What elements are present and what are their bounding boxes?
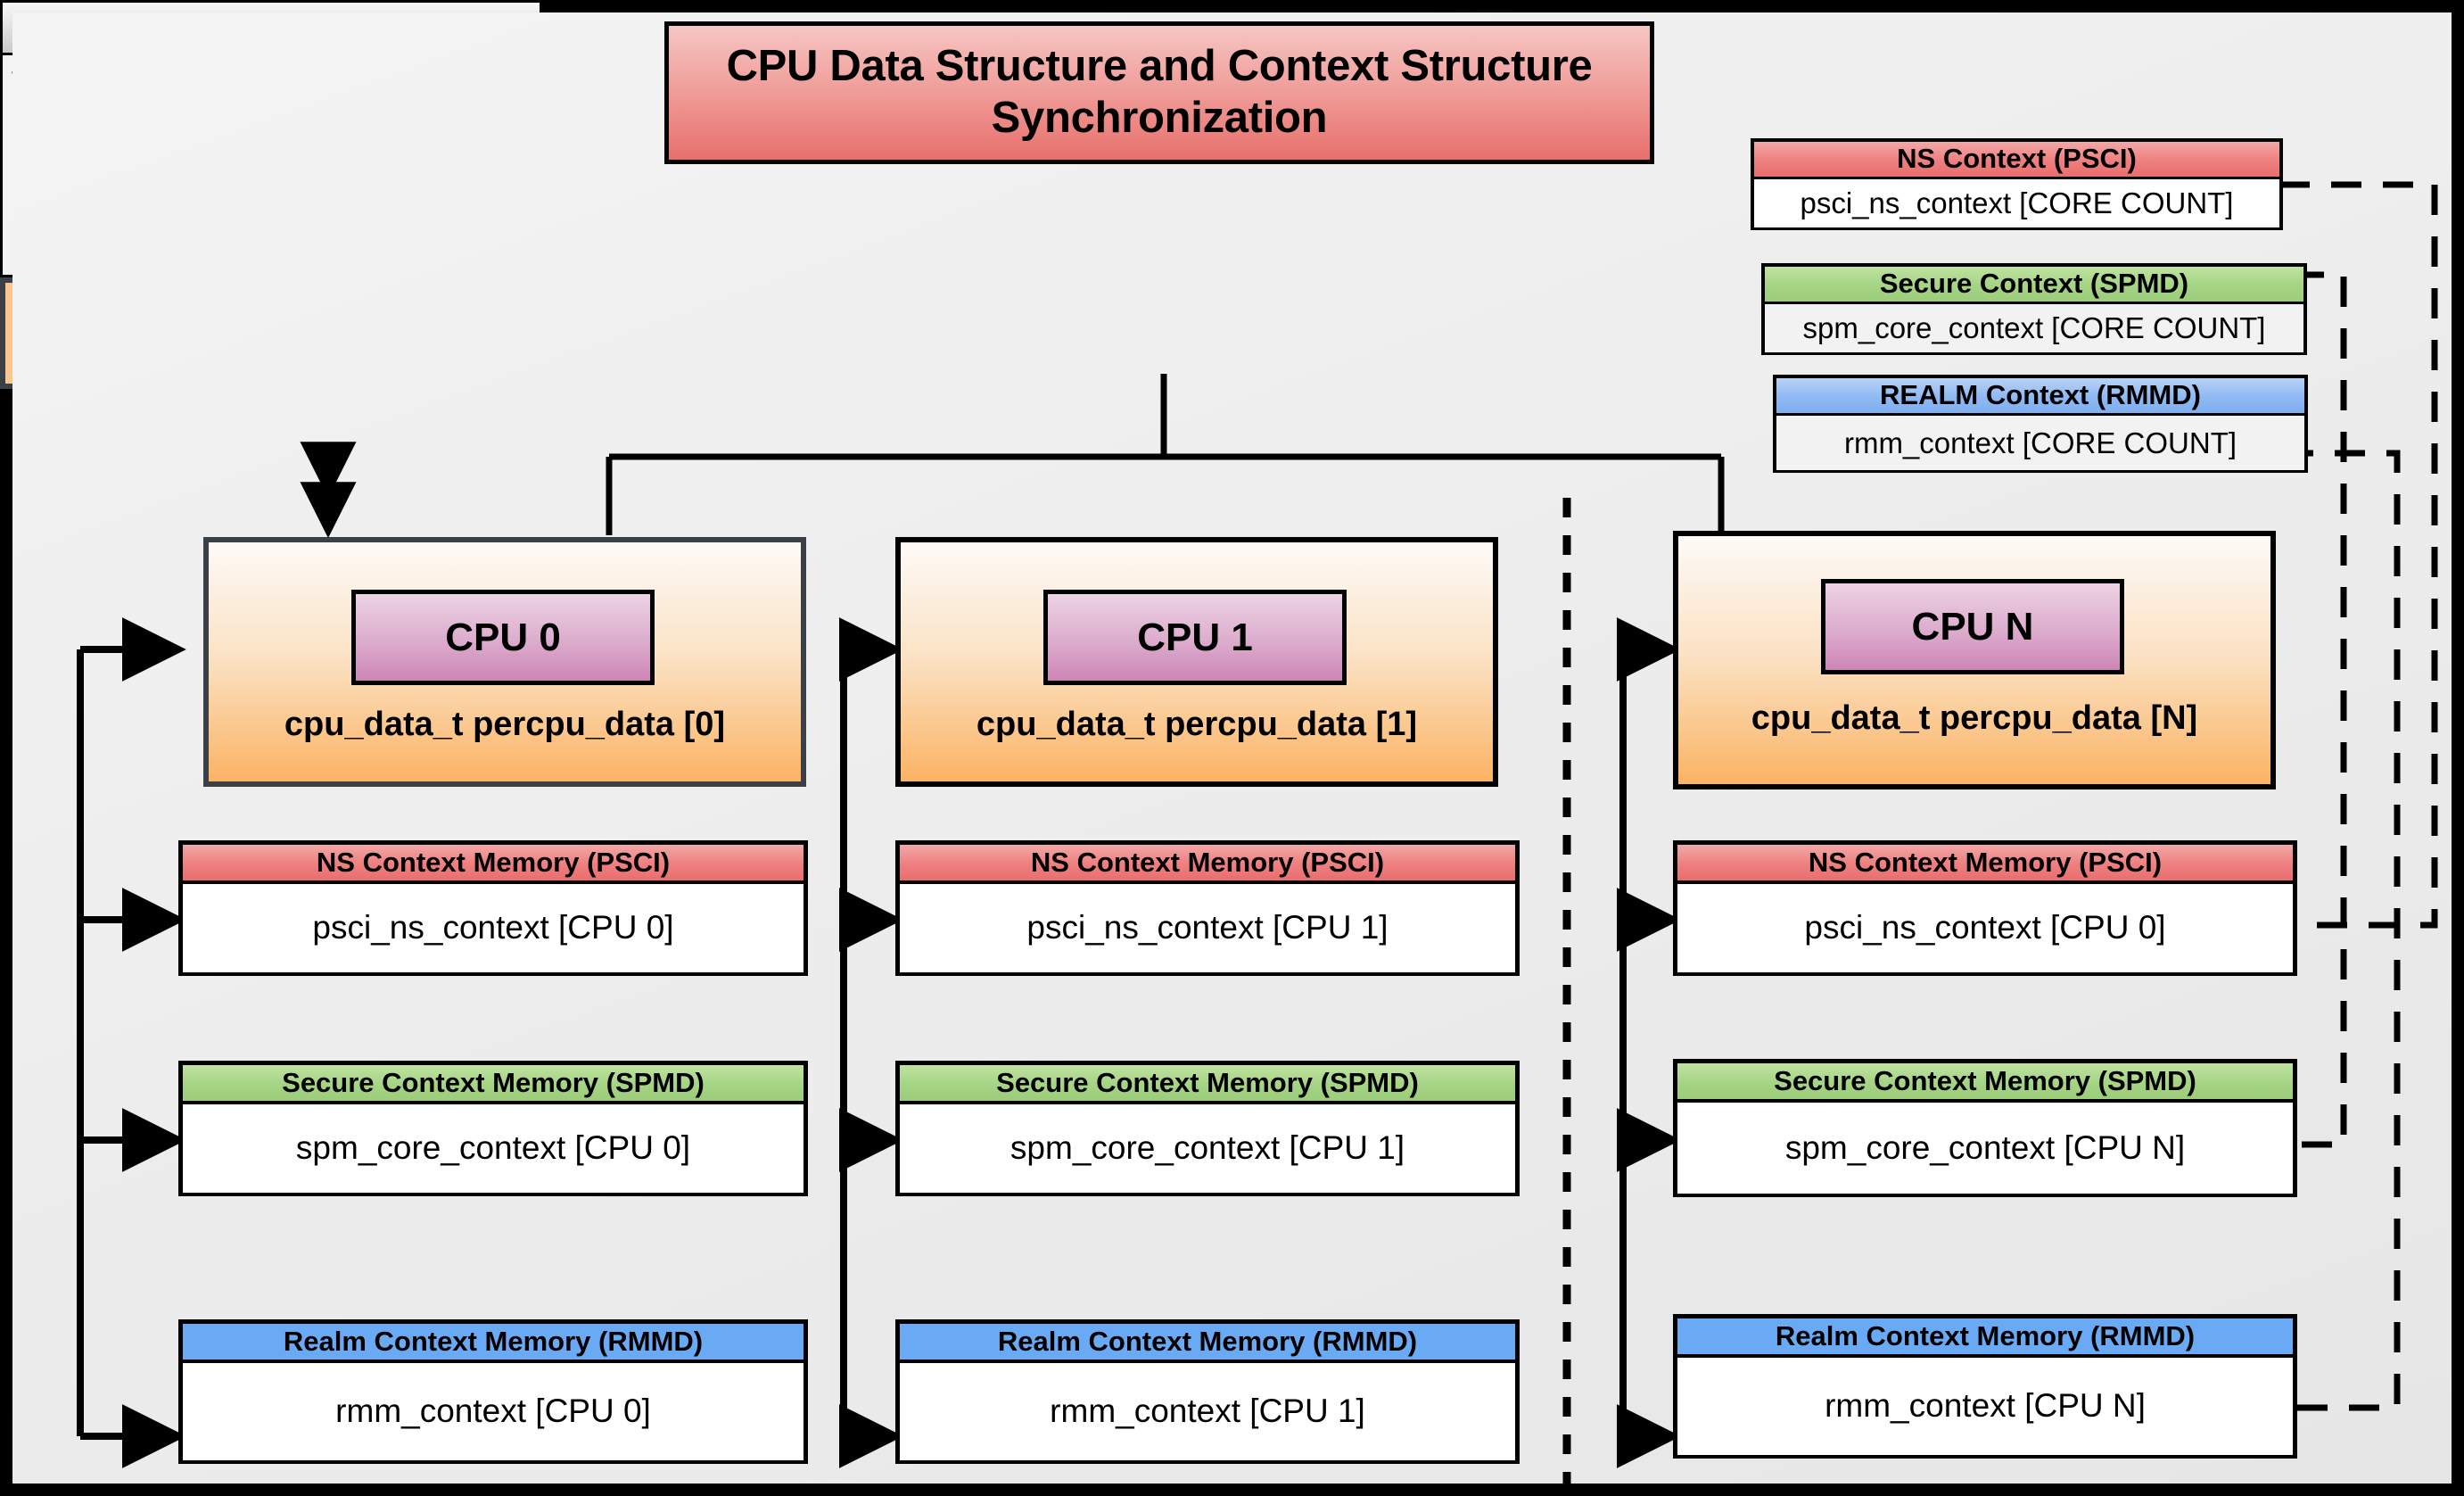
context-memory-0-ns-header: NS Context Memory (PSCI) [183, 845, 803, 884]
global-context-realm-header: REALM Context (RMMD) [1776, 378, 2304, 416]
context-memory-0-realm-body: rmm_context [CPU 0] [183, 1363, 803, 1460]
global-context-secure-body: spm_core_context [CORE COUNT] [1765, 304, 2303, 352]
cpu-panel-1: CPU 1 cpu_data_t percpu_data [1] [895, 537, 1498, 787]
context-memory-n-ns-body: psci_ns_context [CPU 0] [1677, 884, 2293, 972]
context-memory-1-ns: NS Context Memory (PSCI) psci_ns_context… [895, 840, 1520, 976]
cpu-chip-1: CPU 1 [1043, 590, 1347, 685]
context-memory-0-ns-body: psci_ns_context [CPU 0] [183, 884, 803, 972]
context-memory-0-realm: Realm Context Memory (RMMD) rmm_context … [178, 1319, 808, 1464]
global-context-secure-header: Secure Context (SPMD) [1765, 267, 2303, 304]
context-memory-1-secure: Secure Context Memory (SPMD) spm_core_co… [895, 1061, 1520, 1196]
context-memory-n-secure-body: spm_core_context [CPU N] [1677, 1103, 2293, 1194]
global-context-secure: Secure Context (SPMD) spm_core_context [… [1761, 263, 2307, 355]
cpu-caption-0: cpu_data_t percpu_data [0] [284, 706, 726, 743]
cpu-caption-1: cpu_data_t percpu_data [1] [976, 706, 1418, 743]
cpu-panel-0: CPU 0 cpu_data_t percpu_data [0] [203, 537, 806, 787]
context-memory-n-realm-header: Realm Context Memory (RMMD) [1677, 1318, 2293, 1358]
context-memory-n-secure: Secure Context Memory (SPMD) spm_core_co… [1673, 1059, 2297, 1197]
context-memory-0-secure: Secure Context Memory (SPMD) spm_core_co… [178, 1061, 808, 1196]
page-title: CPU Data Structure and Context Structure… [664, 21, 1654, 164]
context-memory-1-realm: Realm Context Memory (RMMD) rmm_context … [895, 1319, 1520, 1464]
context-memory-1-secure-header: Secure Context Memory (SPMD) [900, 1065, 1515, 1104]
global-context-realm: REALM Context (RMMD) rmm_context [CORE C… [1773, 375, 2308, 473]
context-memory-0-ns: NS Context Memory (PSCI) psci_ns_context… [178, 840, 808, 976]
context-memory-1-secure-body: spm_core_context [CPU 1] [900, 1104, 1515, 1193]
context-memory-1-ns-header: NS Context Memory (PSCI) [900, 845, 1515, 884]
cpu-panel-n: CPU N cpu_data_t percpu_data [N] [1673, 531, 2276, 789]
context-memory-0-secure-header: Secure Context Memory (SPMD) [183, 1065, 803, 1104]
cpu-chip-0: CPU 0 [351, 590, 655, 685]
context-memory-n-realm-body: rmm_context [CPU N] [1677, 1358, 2293, 1455]
context-memory-1-realm-body: rmm_context [CPU 1] [900, 1363, 1515, 1460]
context-memory-n-realm: Realm Context Memory (RMMD) rmm_context … [1673, 1314, 2297, 1459]
context-memory-n-ns: NS Context Memory (PSCI) psci_ns_context… [1673, 840, 2297, 976]
context-memory-0-realm-header: Realm Context Memory (RMMD) [183, 1324, 803, 1363]
context-memory-n-ns-header: NS Context Memory (PSCI) [1677, 845, 2293, 884]
context-memory-0-secure-body: spm_core_context [CPU 0] [183, 1104, 803, 1193]
global-context-ns: NS Context (PSCI) psci_ns_context [CORE … [1751, 138, 2283, 230]
cpu-caption-n: cpu_data_t percpu_data [N] [1751, 699, 2198, 737]
cpu-chip-n: CPU N [1821, 579, 2124, 674]
global-context-ns-body: psci_ns_context [CORE COUNT] [1754, 179, 2279, 227]
context-memory-1-ns-body: psci_ns_context [CPU 1] [900, 884, 1515, 972]
global-context-realm-body: rmm_context [CORE COUNT] [1776, 416, 2304, 470]
global-context-ns-header: NS Context (PSCI) [1754, 142, 2279, 179]
context-memory-1-realm-header: Realm Context Memory (RMMD) [900, 1324, 1515, 1363]
context-memory-n-secure-header: Secure Context Memory (SPMD) [1677, 1063, 2293, 1103]
